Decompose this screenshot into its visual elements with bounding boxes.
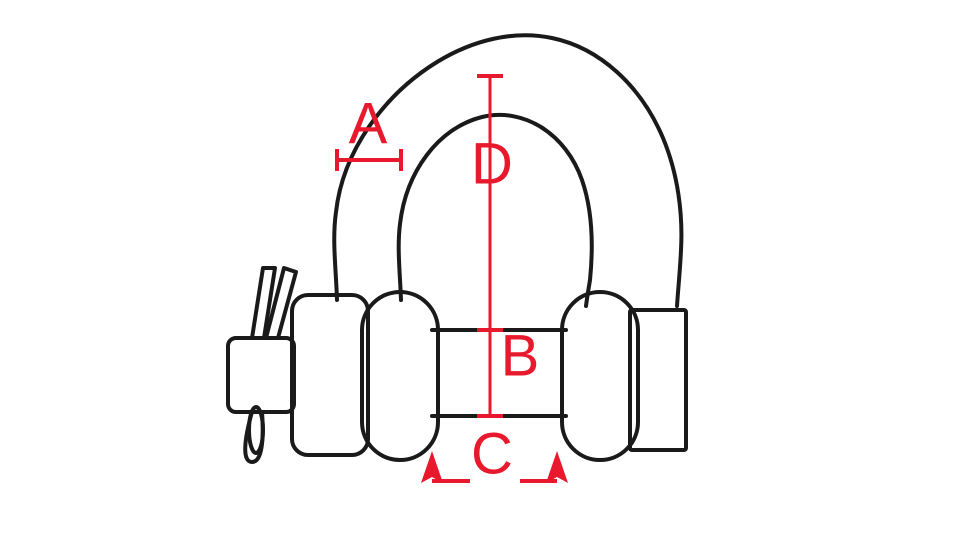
- dimension-C-arrow-left: [421, 451, 443, 483]
- dimension-A: [335, 149, 403, 171]
- dimension-label-A: A: [349, 91, 388, 156]
- left-eye: [360, 290, 440, 462]
- dimension-C: [421, 451, 568, 483]
- dimension-label-D: D: [471, 131, 513, 196]
- right-eye: [560, 290, 640, 462]
- shackle-outline-group: [226, 33, 688, 464]
- bow-outer-contour: [332, 33, 684, 308]
- dimension-annotations-group: [335, 74, 568, 483]
- cotter-pin-tail-eye: [247, 405, 265, 455]
- bolt-head: [290, 293, 370, 457]
- bow-inner-contour: [396, 113, 594, 308]
- nut: [226, 336, 296, 414]
- dimension-B: [477, 328, 503, 418]
- cotter-pin-leg-outer: [264, 266, 298, 340]
- dimension-C-arrow-right: [546, 451, 568, 483]
- cotter-pin-leg-inner: [250, 266, 277, 340]
- dimension-label-C: C: [471, 421, 513, 486]
- dimension-label-B: B: [501, 323, 540, 388]
- dimension-labels-group: A B C D: [349, 91, 540, 486]
- washer: [628, 308, 688, 452]
